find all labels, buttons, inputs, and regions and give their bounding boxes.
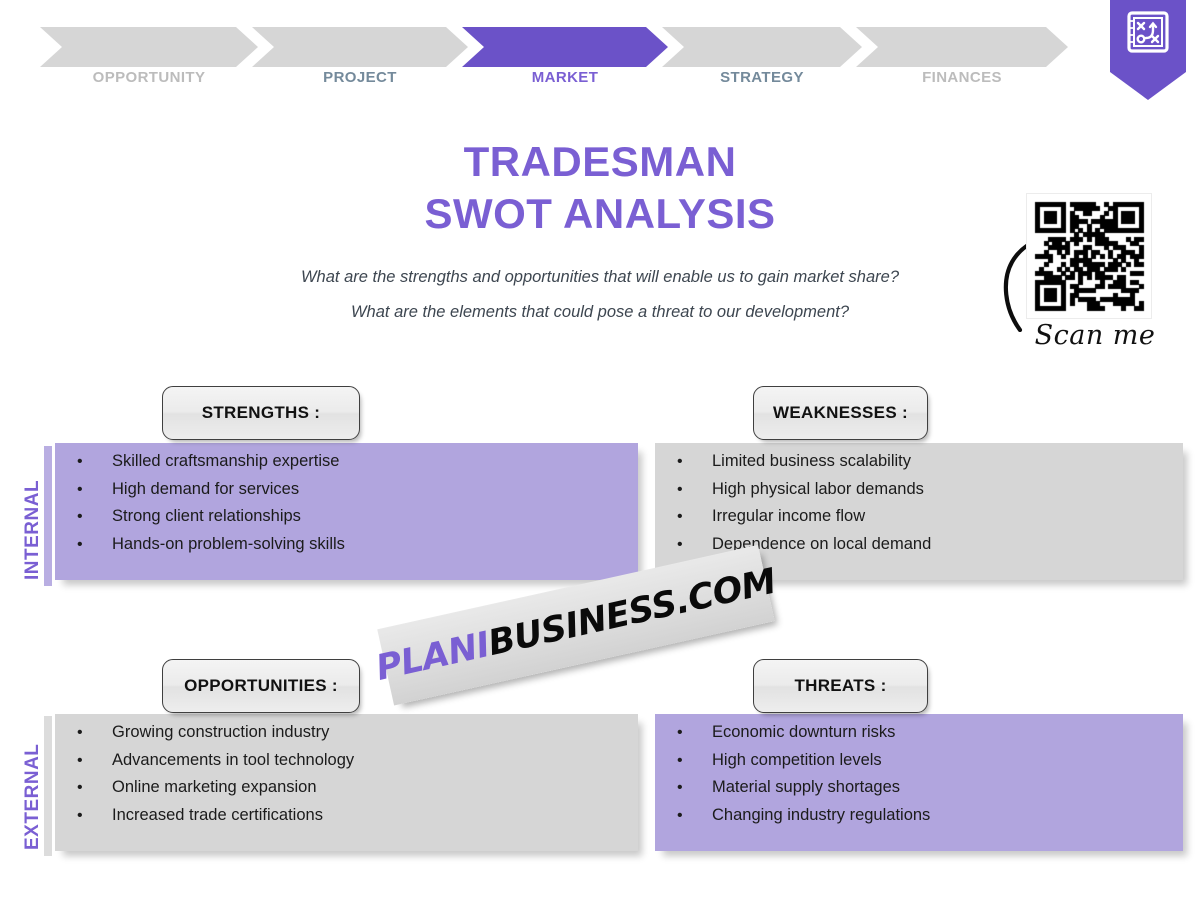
nav-chevron-project[interactable] — [252, 27, 468, 67]
weaknesses-heading: WEAKNESSES : — [753, 386, 928, 440]
opportunities-list: Growing construction industry Advancemen… — [55, 719, 354, 829]
list-item: Changing industry regulations — [655, 802, 930, 830]
nav-label-finances[interactable]: FINANCES — [922, 69, 1002, 86]
list-item: Growing construction industry — [55, 719, 354, 747]
nav-label-opportunity[interactable]: OPPORTUNITY — [92, 69, 206, 86]
title-line-2: SWOT ANALYSIS — [424, 190, 776, 237]
axis-label-external: EXTERNAL — [22, 743, 43, 850]
list-item: High demand for services — [55, 476, 345, 504]
threats-heading: THREATS : — [753, 659, 928, 713]
strategy-board-icon — [1127, 11, 1169, 53]
weaknesses-list: Limited business scalability High physic… — [655, 448, 931, 558]
list-item: Irregular income flow — [655, 503, 931, 531]
list-item: Economic downturn risks — [655, 719, 930, 747]
nav-chevron-strategy[interactable] — [662, 27, 862, 67]
progress-nav: OPPORTUNITY PROJECT MARKET STRATEGY FINA… — [0, 0, 1200, 108]
subtitle-line-2: What are the elements that could pose a … — [350, 303, 850, 321]
list-item: Material supply shortages — [655, 774, 930, 802]
nav-label-project[interactable]: PROJECT — [323, 69, 397, 86]
list-item: Dependence on local demand — [655, 531, 931, 559]
list-item: Online marketing expansion — [55, 774, 354, 802]
strengths-list: Skilled craftsmanship expertise High dem… — [55, 448, 345, 558]
list-item: High competition levels — [655, 747, 930, 775]
qr-code[interactable] — [1027, 194, 1151, 318]
list-item: Skilled craftsmanship expertise — [55, 448, 345, 476]
page-title: TRADESMAN SWOT ANALYSIS — [0, 136, 1200, 240]
list-item: Increased trade certifications — [55, 802, 354, 830]
nav-label-strategy[interactable]: STRATEGY — [720, 69, 804, 86]
nav-chevron-opportunity[interactable] — [40, 27, 258, 67]
nav-label-market[interactable]: MARKET — [531, 69, 599, 86]
external-rail — [44, 716, 52, 856]
axis-label-internal: INTERNAL — [22, 479, 43, 580]
list-item: Strong client relationships — [55, 503, 345, 531]
subtitle-line-1: What are the strengths and opportunities… — [300, 268, 899, 286]
list-item: Advancements in tool technology — [55, 747, 354, 775]
nav-chevron-finances[interactable] — [856, 27, 1068, 67]
nav-chevron-market[interactable] — [462, 27, 668, 67]
title-line-1: TRADESMAN — [463, 138, 737, 185]
internal-rail — [44, 446, 52, 586]
scan-me-caption: Scan me — [1034, 320, 1156, 351]
list-item: Limited business scalability — [655, 448, 931, 476]
list-item: Hands-on problem-solving skills — [55, 531, 345, 559]
strengths-heading: STRENGTHS : — [162, 386, 360, 440]
opportunities-heading: OPPORTUNITIES : — [162, 659, 360, 713]
threats-list: Economic downturn risks High competition… — [655, 719, 930, 829]
watermark-brand-prefix: PLANI — [372, 624, 494, 689]
list-item: High physical labor demands — [655, 476, 931, 504]
